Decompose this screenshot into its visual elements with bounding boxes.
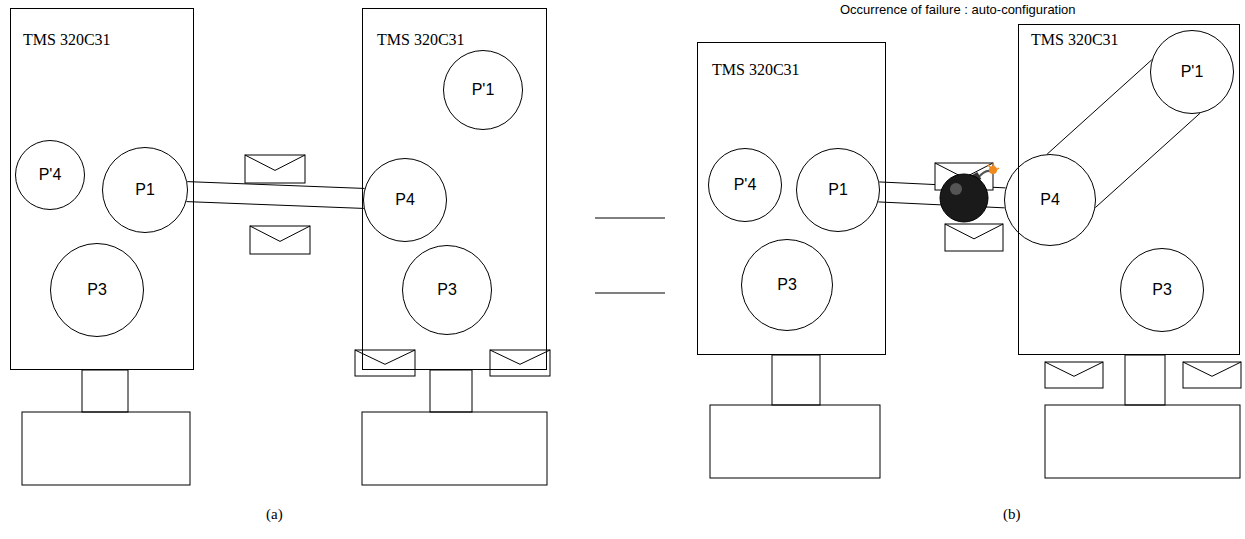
equivalence-line (595, 293, 665, 294)
bomb-failure (940, 163, 999, 222)
panel-label: (b) (1003, 506, 1021, 523)
communication-link (186, 182, 364, 209)
processor-label: TMS 320C31 (23, 31, 111, 49)
process-circle: P3 (1120, 248, 1204, 332)
panel-label: (a) (266, 506, 283, 523)
processor-box: TMS 320C31P'1P4P3 (1018, 24, 1240, 355)
message-envelope (490, 350, 550, 376)
process-circle: P4 (363, 158, 447, 242)
hardware-block (430, 370, 472, 412)
hardware-block (22, 412, 190, 485)
processor-box: TMS 320C31P'1P4P3 (362, 8, 547, 370)
process-label: P'4 (708, 176, 782, 194)
process-circle: P'1 (1150, 30, 1234, 114)
process-circle: P1 (102, 147, 188, 233)
process-label: P'1 (1150, 63, 1234, 81)
processor-label: TMS 320C31 (1031, 31, 1119, 49)
process-circle: P'4 (708, 148, 782, 222)
process-label: P'4 (15, 166, 85, 184)
process-circle: P3 (741, 239, 833, 331)
hardware-block (362, 412, 547, 485)
message-envelope (945, 224, 1003, 251)
equivalence-line (595, 218, 665, 219)
process-circle: P'1 (443, 50, 523, 130)
processor-label: TMS 320C31 (377, 31, 465, 49)
hardware-block (772, 355, 820, 405)
communication-link (1047, 60, 1200, 208)
hardware-block (710, 405, 880, 478)
process-label: P3 (741, 276, 833, 294)
hardware-block (1045, 405, 1240, 478)
message-envelope (245, 155, 305, 183)
hardware-block (82, 370, 128, 412)
process-label: P1 (796, 181, 880, 199)
message-envelope (1183, 362, 1241, 388)
process-circle: P3 (50, 243, 144, 337)
process-label: P'1 (443, 81, 523, 99)
process-label: P3 (1120, 281, 1204, 299)
process-circle: P4 (1004, 154, 1096, 246)
process-label: P1 (102, 181, 188, 199)
processor-box: TMS 320C31P'4 P1P3 (697, 42, 886, 355)
hardware-block (1125, 355, 1165, 405)
process-label: P3 (402, 281, 492, 299)
process-label: P4 (1004, 191, 1096, 209)
processor-label: TMS 320C31 (712, 61, 800, 79)
figure-title: Occurrence of failure : auto-configurati… (840, 2, 1076, 17)
process-label: P3 (50, 281, 144, 299)
message-envelope (250, 226, 310, 254)
message-envelope (1045, 362, 1103, 388)
process-circle: P1 (796, 148, 880, 232)
process-circle: P'4 (15, 140, 85, 210)
processor-box: TMS 320C31P'4P1P3 (10, 8, 194, 370)
process-circle: P3 (402, 245, 492, 335)
message-envelope (355, 350, 415, 376)
process-label: P4 (363, 191, 447, 209)
